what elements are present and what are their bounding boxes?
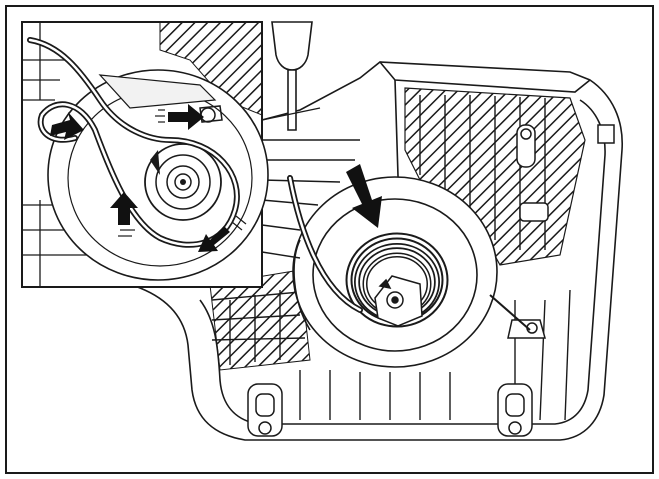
arrow-rope-in: [50, 112, 84, 140]
arrow-clip: [168, 104, 204, 130]
top-plate: [379, 61, 591, 93]
detail-inset: [21, 21, 321, 288]
arrow-rotate-up: [110, 192, 138, 225]
housing-rails: [211, 139, 360, 341]
arrow-rotate-down: [198, 226, 230, 252]
fan-drum: [292, 176, 498, 368]
inset-leader-top: [261, 107, 321, 121]
housing-fins: [229, 95, 571, 421]
fasteners: [247, 124, 615, 437]
screwdriver-shaft: [287, 69, 297, 131]
spring-hub: [374, 275, 423, 327]
guide-rod: [489, 294, 531, 331]
screwdriver: [271, 21, 313, 131]
insert-arrow: [346, 164, 382, 228]
inset-leader-bottom: [261, 251, 301, 259]
hatched-area-bottom: [209, 269, 311, 371]
